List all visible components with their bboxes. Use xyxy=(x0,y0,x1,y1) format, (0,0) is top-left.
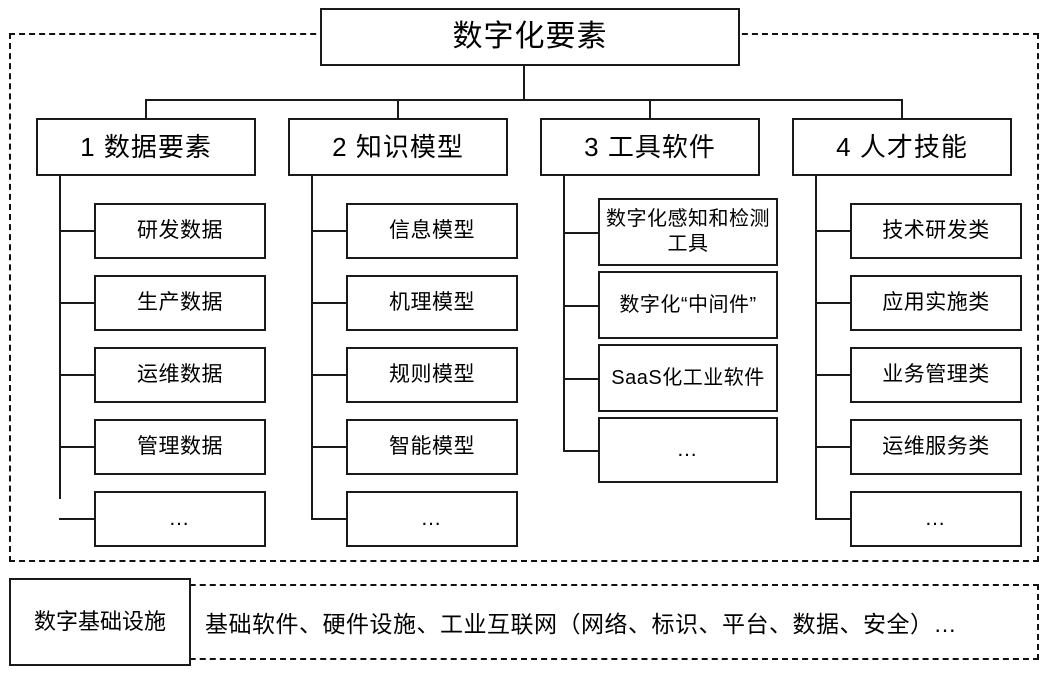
column-2-item-2-label: 机理模型 xyxy=(389,290,475,314)
column-2-item-2[interactable]: 机理模型 xyxy=(346,275,518,331)
column-4-stub-4 xyxy=(815,446,851,448)
column-3-item-2[interactable]: 数字化“中间件” xyxy=(598,271,778,339)
column-2-item-3[interactable]: 规则模型 xyxy=(346,347,518,403)
column-4-stub-5 xyxy=(815,518,851,520)
column-header-label-3: 3 工具软件 xyxy=(584,131,716,162)
column-3-item-4[interactable]: … xyxy=(598,417,778,483)
column-2-item-3-label: 规则模型 xyxy=(389,362,475,386)
column-spine-2 xyxy=(311,176,313,519)
column-2-stub-1 xyxy=(311,230,347,232)
column-3-stub-3 xyxy=(563,378,599,380)
column-4-stub-3 xyxy=(815,374,851,376)
column-1-stub-2 xyxy=(59,302,95,304)
column-4-item-1-label: 技术研发类 xyxy=(882,218,990,242)
header-drop-line-3 xyxy=(649,99,651,119)
column-header-label-4: 4 人才技能 xyxy=(836,131,968,162)
infrastructure-label-text: 数字基础设施 xyxy=(33,609,166,635)
column-3-stub-1 xyxy=(563,232,599,234)
header-drop-line-1 xyxy=(145,99,147,119)
column-spine-1 xyxy=(59,176,61,499)
column-1-item-2[interactable]: 生产数据 xyxy=(94,275,266,331)
column-4-item-2[interactable]: 应用实施类 xyxy=(850,275,1022,331)
column-3-item-3[interactable]: SaaS化工业软件 xyxy=(598,344,778,412)
column-3-stub-4 xyxy=(563,450,599,452)
column-2-item-1-label: 信息模型 xyxy=(389,218,475,242)
column-2-item-1[interactable]: 信息模型 xyxy=(346,203,518,259)
column-2-item-5-label: … xyxy=(420,506,444,530)
column-4-item-4-label: 运维服务类 xyxy=(882,434,990,458)
column-1-stub-4 xyxy=(59,446,95,448)
column-4-stub-1 xyxy=(815,230,851,232)
column-2-item-4-label: 智能模型 xyxy=(389,434,475,458)
column-4-item-3-label: 业务管理类 xyxy=(882,362,990,386)
column-1-stub-3 xyxy=(59,374,95,376)
column-3-item-1[interactable]: 数字化感知和检测工具 xyxy=(598,198,778,266)
column-1-stub-5 xyxy=(59,518,95,520)
column-1-item-5[interactable]: … xyxy=(94,491,266,547)
column-1-stub-1 xyxy=(59,230,95,232)
header-drop-line-2 xyxy=(397,99,399,119)
column-4-item-5[interactable]: … xyxy=(850,491,1022,547)
header-bus-line xyxy=(145,99,903,101)
column-1-item-3[interactable]: 运维数据 xyxy=(94,347,266,403)
column-2-stub-4 xyxy=(311,446,347,448)
column-2-stub-3 xyxy=(311,374,347,376)
column-header-2[interactable]: 2 知识模型 xyxy=(288,118,508,176)
column-4-item-1[interactable]: 技术研发类 xyxy=(850,203,1022,259)
column-1-item-3-label: 运维数据 xyxy=(137,362,223,386)
infrastructure-description-text: 基础软件、硬件设施、工业互联网（网络、标识、平台、数据、安全）… xyxy=(205,611,957,637)
column-4-item-2-label: 应用实施类 xyxy=(882,290,990,314)
column-3-item-1-label: 数字化感知和检测工具 xyxy=(606,208,770,255)
column-1-item-1-label: 研发数据 xyxy=(137,218,223,242)
column-3-stub-2 xyxy=(563,305,599,307)
column-1-item-5-label: … xyxy=(168,506,192,530)
column-header-label-2: 2 知识模型 xyxy=(332,131,464,162)
column-2-item-5[interactable]: … xyxy=(346,491,518,547)
column-2-stub-5 xyxy=(311,518,347,520)
column-3-item-4-label: … xyxy=(676,437,700,461)
column-spine-4 xyxy=(815,176,817,519)
header-drop-line-4 xyxy=(901,99,903,119)
diagram-title-text: 数字化要素 xyxy=(452,20,608,54)
column-spine-3 xyxy=(563,176,565,451)
diagram-title-box: 数字化要素 xyxy=(320,8,740,66)
title-trunk-line xyxy=(523,66,525,100)
column-3-item-2-label: 数字化“中间件” xyxy=(619,293,757,316)
column-4-item-3[interactable]: 业务管理类 xyxy=(850,347,1022,403)
column-1-item-2-label: 生产数据 xyxy=(137,290,223,314)
column-header-4[interactable]: 4 人才技能 xyxy=(792,118,1012,176)
column-2-item-4[interactable]: 智能模型 xyxy=(346,419,518,475)
column-1-item-4[interactable]: 管理数据 xyxy=(94,419,266,475)
column-4-item-4[interactable]: 运维服务类 xyxy=(850,419,1022,475)
column-1-item-4-label: 管理数据 xyxy=(137,434,223,458)
column-header-1[interactable]: 1 数据要素 xyxy=(36,118,256,176)
infrastructure-label-box[interactable]: 数字基础设施 xyxy=(9,578,191,666)
column-header-label-1: 1 数据要素 xyxy=(80,131,212,162)
column-2-stub-2 xyxy=(311,302,347,304)
column-4-stub-2 xyxy=(815,302,851,304)
column-1-item-1[interactable]: 研发数据 xyxy=(94,203,266,259)
infrastructure-description: 基础软件、硬件设施、工业互联网（网络、标识、平台、数据、安全）… xyxy=(205,584,1035,660)
column-header-3[interactable]: 3 工具软件 xyxy=(540,118,760,176)
column-4-item-5-label: … xyxy=(924,506,948,530)
column-3-item-3-label: SaaS化工业软件 xyxy=(611,366,765,389)
